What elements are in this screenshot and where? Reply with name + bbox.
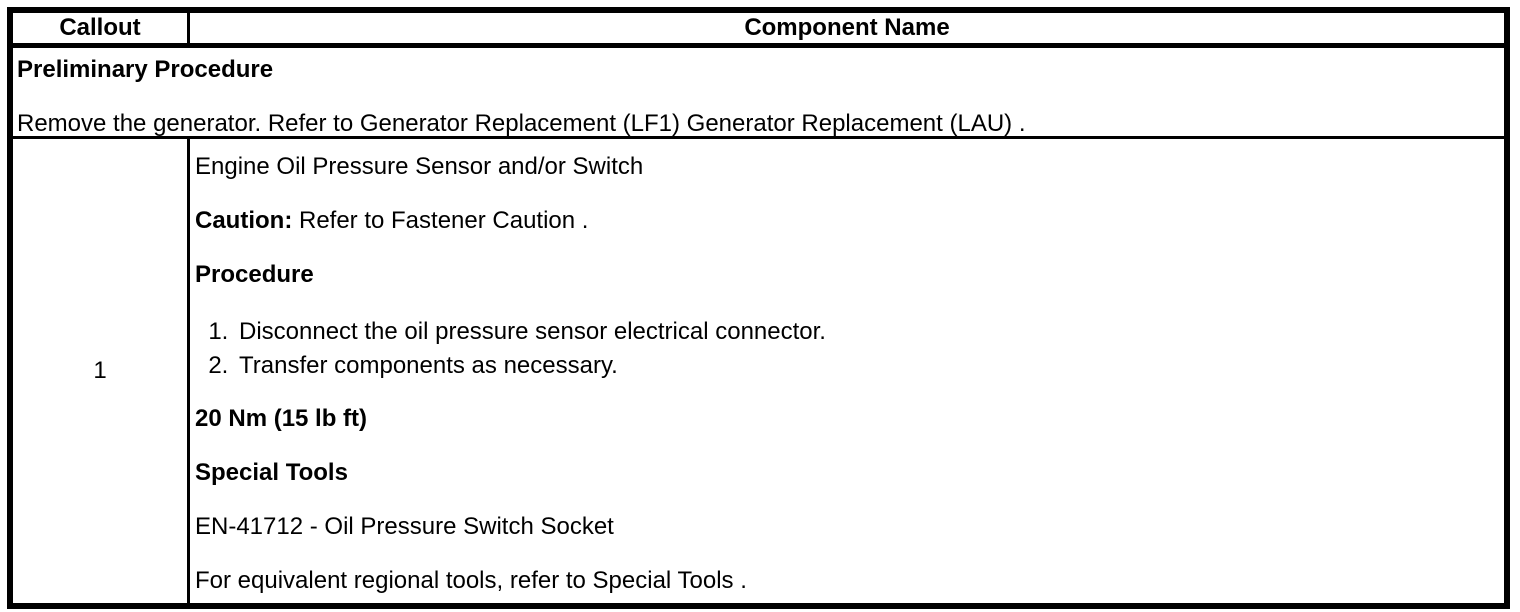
procedure-heading: Procedure (195, 261, 314, 288)
procedure-step: Transfer components as necessary. (235, 349, 1494, 383)
special-tool-item: EN-41712 - Oil Pressure Switch Socket (195, 513, 614, 540)
component-name-column-header: Component Name (744, 14, 950, 41)
component-name-text: Engine Oil Pressure Sensor and/or Switch (195, 153, 644, 180)
caution-text: Refer to Fastener Caution . (298, 207, 589, 234)
procedure-step: Disconnect the oil pressure sensor elect… (235, 315, 1494, 349)
component-table: Callout Component Name Preliminary Proce… (7, 7, 1510, 609)
preliminary-procedure-title: Preliminary Procedure (17, 56, 274, 83)
preliminary-procedure-row: Preliminary Procedure Remove the generat… (13, 48, 1504, 139)
special-tools-heading: Special Tools (195, 459, 348, 486)
equivalent-tools-note: For equivalent regional tools, refer to … (195, 567, 747, 594)
caution-label: Caution: (195, 207, 293, 234)
component-row: 1 Engine Oil Pressure Sensor and/or Swit… (13, 139, 1504, 603)
preliminary-procedure-text: Remove the generator. Refer to Generator… (17, 110, 1026, 137)
torque-spec: 20 Nm (15 lb ft) (195, 405, 368, 432)
callout-number: 1 (93, 357, 107, 384)
table-header-row: Callout Component Name (13, 13, 1504, 48)
caution-line: Caution: Refer to Fastener Caution . (195, 207, 1494, 235)
callout-cell: 1 (13, 139, 190, 603)
callout-column-header: Callout (13, 13, 190, 43)
procedure-steps-list: Disconnect the oil pressure sensor elect… (195, 315, 1494, 383)
component-detail-cell: Engine Oil Pressure Sensor and/or Switch… (190, 139, 1504, 603)
